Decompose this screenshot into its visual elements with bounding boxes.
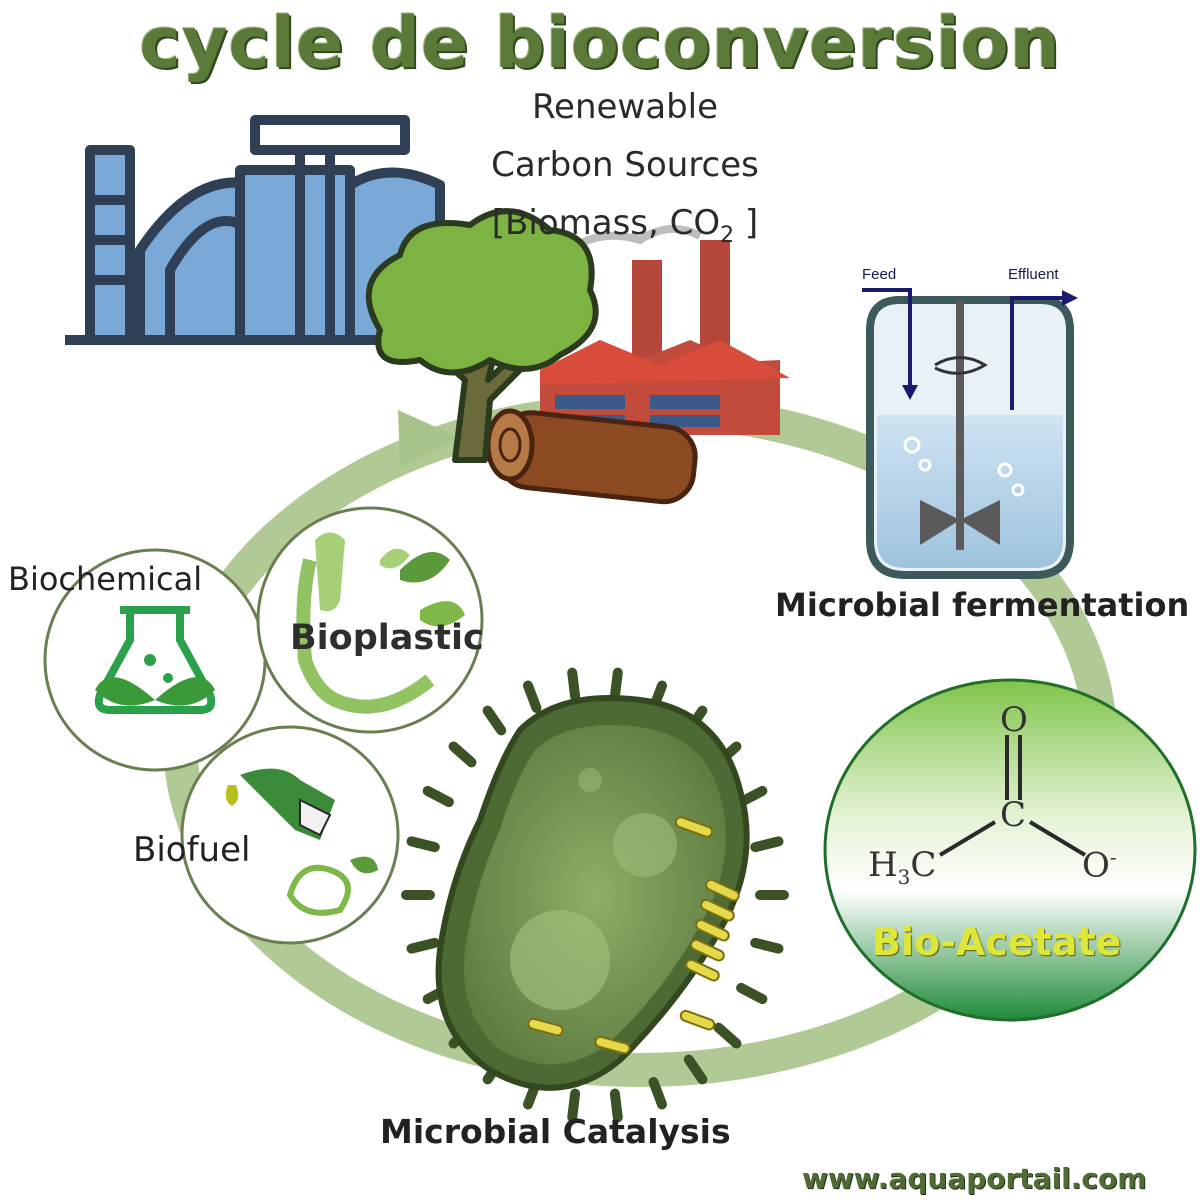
carbon-sources-suffix: ]: [734, 203, 759, 243]
biochemical-circle: [43, 548, 267, 772]
effluent-arrow-icon: [1010, 296, 1065, 410]
methyl-c: C: [910, 845, 937, 885]
methyl-subscript: 3: [897, 864, 911, 889]
cell-spike: [522, 680, 542, 713]
bioplastic-label: Bioplastic: [290, 618, 484, 658]
microbial-cell: [401, 667, 789, 1123]
cell-spike: [422, 785, 454, 808]
factory-icon: [540, 224, 790, 435]
anion-charge: -: [1109, 845, 1117, 869]
cell-spike: [609, 1088, 623, 1123]
cell-spike: [648, 1077, 668, 1110]
oxygen-anion-label: O-: [1082, 845, 1117, 885]
cell-spike: [713, 1022, 742, 1049]
cell-spike: [609, 667, 623, 702]
watermark-url: www.aquaportail.com: [802, 1162, 1147, 1195]
page-title: cycle de bioconversion: [139, 2, 1061, 84]
cell-spike: [567, 667, 581, 702]
feed-label: Feed: [862, 266, 897, 283]
cell-spike: [683, 1054, 708, 1085]
bioreactor-icon: [862, 288, 1078, 579]
cell-spike: [448, 741, 477, 768]
cell-spike: [567, 1088, 581, 1123]
microbial-catalysis-label: Microbial Catalysis: [380, 1112, 731, 1151]
cell-spike: [750, 836, 784, 853]
log-icon: [485, 408, 698, 505]
biofuel-circle: [180, 725, 400, 945]
feed-arrow-icon: [862, 288, 912, 390]
methyl-h: H: [868, 845, 898, 885]
cell-spike: [750, 937, 784, 954]
co2-subscript: 2: [720, 222, 735, 248]
carbon-label: C: [1000, 795, 1027, 835]
methyl-label: H3C: [868, 845, 936, 889]
oxygen-double-label: O: [1000, 700, 1028, 740]
cycle-arrow-icon: [398, 410, 460, 468]
bioplastic-circle: [256, 506, 484, 734]
anion-o: O: [1082, 845, 1110, 886]
cell-spike: [482, 705, 507, 736]
bio-acetate-label: Bio-Acetate: [872, 920, 1122, 964]
carbon-sources-prefix: [Biomass, CO: [491, 203, 721, 243]
carbon-sources-line-2: Carbon Sources: [491, 145, 759, 185]
cell-spike: [406, 836, 440, 853]
biofuel-label: Biofuel: [133, 830, 251, 870]
carbon-sources-line-3: [Biomass, CO2 ]: [440, 194, 810, 265]
effluent-label: Effluent: [1008, 266, 1059, 283]
carbon-sources-label: Renewable Carbon Sources [Biomass, CO2 ]: [440, 78, 810, 265]
microbial-fermentation-label: Microbial fermentation: [775, 586, 1190, 624]
cell-spike: [406, 937, 440, 954]
biochemical-label: Biochemical: [8, 560, 203, 598]
cell-spike: [736, 982, 768, 1005]
bio-acetate-sphere: [823, 678, 1197, 1022]
carbon-sources-line-1: Renewable: [531, 87, 719, 127]
tree-icon: [365, 208, 599, 463]
